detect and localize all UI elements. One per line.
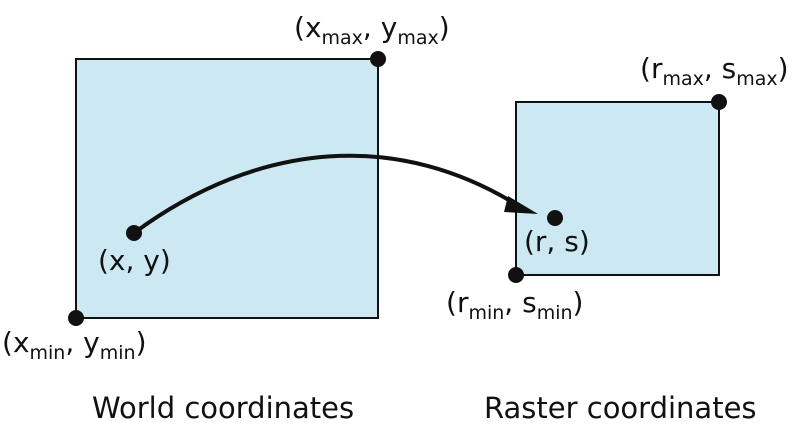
raster-min-label: (rmin, smin)	[446, 286, 583, 324]
arrowhead-icon	[504, 196, 538, 214]
world-min-label: (xmin, ymin)	[2, 326, 147, 364]
raster-rectangle	[515, 101, 720, 276]
raster-max-point	[711, 94, 727, 110]
world-xy-point	[126, 225, 142, 241]
world-caption: World coordinates	[92, 391, 354, 425]
world-max-label: (xmax, ymax)	[294, 11, 450, 49]
raster-max-label: (rmax, smax)	[640, 52, 789, 90]
arrow-icon	[132, 153, 524, 235]
world-rectangle	[75, 58, 379, 319]
raster-caption: Raster coordinates	[484, 391, 757, 425]
world-min-point	[68, 310, 84, 326]
raster-min-point	[508, 267, 524, 283]
world-point-label: (x, y)	[98, 244, 171, 277]
raster-point-label: (r, s)	[524, 225, 590, 258]
world-max-point	[370, 51, 386, 67]
raster-rs-point	[547, 210, 563, 226]
